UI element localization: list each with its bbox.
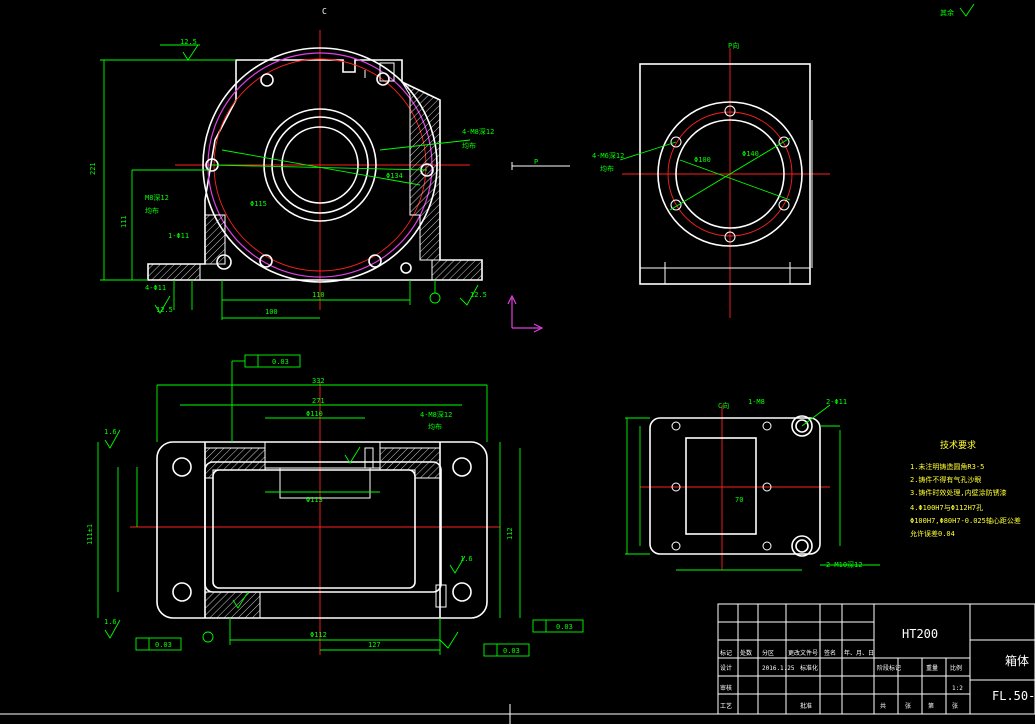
- side-view-c: C向 1-M8 2-Φ11 2-M10深12 70: [625, 398, 880, 571]
- roughness-label-5: 1.6: [460, 555, 473, 563]
- tech-line-2: 2.铸件不得有气孔沙眼: [910, 475, 981, 484]
- hole-label-1: 1-Φ11: [168, 232, 189, 240]
- tech-line-1: 1.未注明铸造圆角R3-5: [910, 462, 984, 471]
- thread-label-6: 2-Φ11: [826, 398, 847, 406]
- tech-requirements: 技术要求 1.未注明铸造圆角R3-5 2.铸件不得有气孔沙眼 3.铸件时效处理,…: [910, 439, 1021, 538]
- roughness-label-1: 12.5: [180, 38, 197, 46]
- dim-271: 271: [312, 397, 325, 405]
- tb-sheets2: 张: [952, 702, 958, 710]
- scale-text: 1:2: [952, 685, 963, 692]
- tolerance-3: 0.03: [556, 623, 573, 631]
- view-label-c: C: [322, 7, 327, 16]
- tb-approve: 批准: [800, 702, 812, 710]
- dim-d113: Φ113: [306, 496, 323, 504]
- tb-ratio: 比例: [950, 664, 962, 672]
- front-view: C P 12.5 12.5 12.5 221 111 100 110 M8深12…: [89, 7, 570, 320]
- tb-date: 2016.1.25: [762, 665, 795, 672]
- tech-line-4: 4.Φ100H7与Φ112H7孔: [910, 504, 983, 512]
- side-view-p: P向 4-M6深12 均布 Φ100 Φ140 其余: [592, 3, 975, 318]
- dim-332: 332: [312, 377, 325, 385]
- dim-100: 100: [265, 308, 278, 316]
- tb-weight: 重量: [926, 664, 938, 672]
- tb-standard: 标准化: [800, 664, 818, 672]
- hole-label-2: 4-Φ11: [145, 284, 166, 292]
- tb-design: 设计: [720, 664, 732, 672]
- dim-70: 70: [735, 496, 743, 504]
- dim-127: 127: [368, 641, 381, 649]
- tb-stage: 阶段标记: [877, 664, 901, 672]
- roughness-label-4: 1.6: [104, 428, 117, 436]
- dim-d112: Φ112: [310, 631, 327, 639]
- even-label-3: 均布: [600, 164, 614, 173]
- roughness-label-3: 12.5: [156, 306, 173, 314]
- top-right-label: 其余: [940, 8, 954, 17]
- even-label-2: 均布: [462, 141, 476, 150]
- title-block: HT200 箱体 FL.50- 1:2 标记 处数 分区 更改文件号 签名 年、…: [0, 603, 1035, 724]
- thread-label-4: 4-M8深12: [420, 410, 452, 419]
- tb-h6: 年、月、日: [844, 649, 874, 657]
- tb-review: 审核: [720, 684, 732, 692]
- tb-h1: 标记: [720, 649, 732, 657]
- dim-221: 221: [89, 162, 97, 175]
- roughness-label-6: 1.6: [104, 618, 117, 626]
- thread-label-7: 2-M10深12: [826, 560, 863, 569]
- top-view: 0.03 0.03 0.03 0.03 332 271 Φ110 Φ113 4-…: [86, 354, 584, 657]
- material-text: HT200: [902, 627, 938, 641]
- tech-line-6: 允许误差0.04: [910, 529, 955, 538]
- part-name: 箱体: [1005, 653, 1029, 668]
- dim-d100: Φ100: [694, 156, 711, 164]
- tb-sheets1: 张: [905, 702, 911, 710]
- dim-d140: Φ140: [742, 150, 759, 158]
- tolerance-2: 0.03: [155, 641, 172, 649]
- thread-label-2: 4-M8深12: [462, 127, 494, 136]
- view-label-cc: C向: [718, 401, 729, 410]
- thread-label-3: 4-M6深12: [592, 151, 624, 160]
- tb-h3: 分区: [762, 649, 774, 657]
- tolerance-1: 0.03: [272, 358, 289, 366]
- drawing-code: FL.50-: [992, 689, 1035, 703]
- ucs-icon: [507, 294, 544, 333]
- view-label-pp: P向: [728, 41, 739, 50]
- tb-h4: 更改文件号: [788, 649, 818, 657]
- dim-d115: Φ115: [250, 200, 267, 208]
- tech-line-3: 3.铸件时效处理,内壁涂防锈漆: [910, 488, 1007, 497]
- tb-no: 第: [928, 702, 934, 710]
- tb-h5: 签名: [824, 649, 836, 657]
- even-label-4: 均布: [428, 422, 442, 431]
- dim-d134: Φ134: [386, 172, 403, 180]
- dim-110: 110: [312, 291, 325, 299]
- dim-111b: 111±1: [86, 524, 94, 545]
- thread-label-1: M8深12: [145, 193, 169, 202]
- thread-label-5: 1-M8: [748, 398, 765, 406]
- view-label-p: P: [534, 158, 538, 166]
- dim-112: 112: [506, 527, 514, 540]
- dim-111: 111: [120, 215, 128, 228]
- dim-d110: Φ110: [306, 410, 323, 418]
- tb-process: 工艺: [720, 702, 732, 710]
- tb-h2: 处数: [740, 649, 752, 657]
- even-label-1: 均布: [145, 206, 159, 215]
- tech-line-5: Φ100H7,Φ80H7-0.025轴心距公差: [910, 516, 1021, 525]
- tolerance-4: 0.03: [503, 647, 520, 655]
- roughness-label-2: 12.5: [470, 291, 487, 299]
- tb-total: 共: [880, 702, 886, 710]
- tech-title: 技术要求: [940, 439, 976, 451]
